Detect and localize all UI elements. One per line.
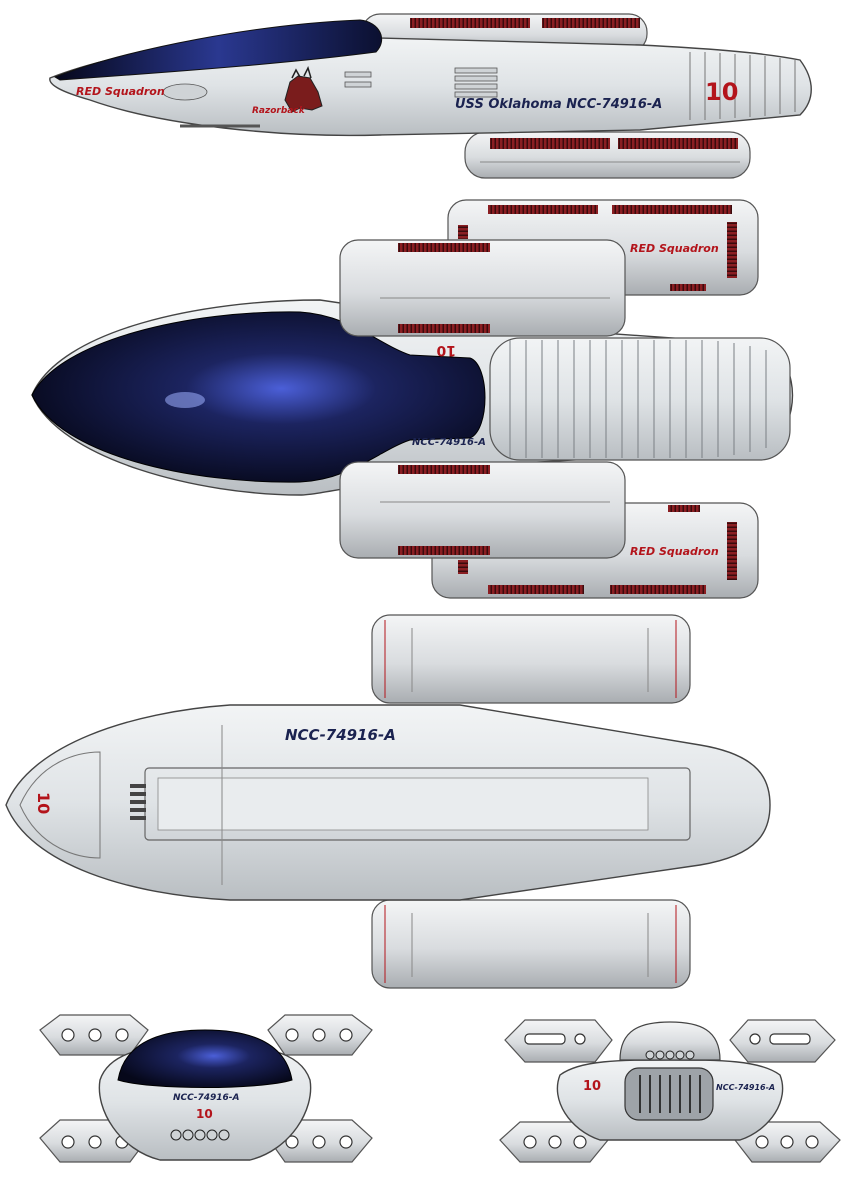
- top-squadron-lower: RED Squadron: [630, 545, 719, 558]
- top-number: 10: [436, 342, 456, 358]
- rear-registry: NCC-74916-A: [716, 1083, 775, 1092]
- front-canopy: [117, 1029, 293, 1088]
- bottom-pod-upper: [371, 614, 691, 704]
- rear-number: 10: [583, 1079, 601, 1094]
- front-view: NCC-74916-A 10: [39, 1014, 373, 1163]
- side-ship-name: USS Oklahoma NCC-74916-A: [455, 97, 662, 112]
- side-canopy: [53, 19, 382, 81]
- side-ribbed-tail: [689, 52, 796, 120]
- rear-view: 10 NCC-74916-A: [499, 1019, 841, 1163]
- side-number: 10: [705, 78, 738, 106]
- top-view: RED Squadron RED Squadron 10 NCC-74916-A: [31, 199, 794, 599]
- top-canopy: [31, 311, 486, 483]
- bottom-view: NCC-74916-A 10: [5, 614, 771, 989]
- rear-exhaust: [624, 1067, 714, 1121]
- bottom-grille: [130, 784, 146, 820]
- rear-top-arch: [619, 1021, 721, 1061]
- top-ribbed-engine: [489, 337, 791, 461]
- bottom-number: 10: [34, 792, 53, 814]
- top-squadron-upper: RED Squadron: [630, 242, 719, 255]
- front-number: 10: [196, 1107, 213, 1121]
- top-pod-lower-inner: [339, 461, 626, 559]
- side-hull-slots: [162, 67, 498, 101]
- razorback-emblem: [284, 65, 323, 113]
- top-pod-upper-inner: [339, 239, 626, 337]
- side-view: RED Squadron Razorback USS Oklahoma NCC-…: [49, 13, 812, 179]
- front-registry: NCC-74916-A: [173, 1093, 240, 1103]
- bottom-registry: NCC-74916-A: [285, 726, 396, 744]
- bottom-pod-lower: [371, 899, 691, 989]
- side-squadron-label: RED Squadron: [76, 85, 165, 98]
- top-registry: NCC-74916-A: [412, 437, 486, 448]
- side-mascot-label: Razorback: [252, 106, 306, 116]
- side-lower-pod: [464, 131, 751, 179]
- bottom-nose-panel: [19, 751, 101, 859]
